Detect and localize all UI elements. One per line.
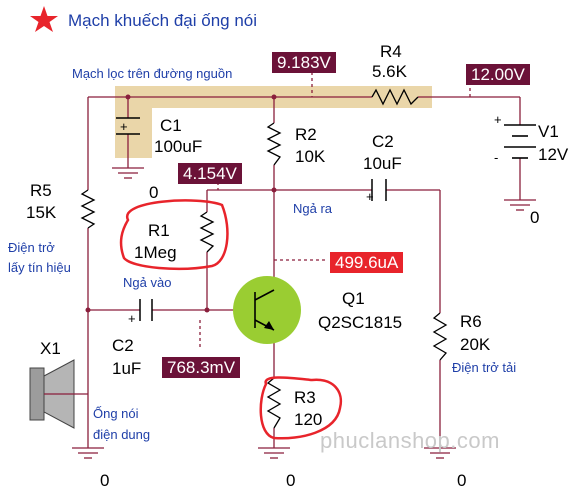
ground-label-x1: 0 bbox=[100, 471, 110, 490]
x1-note-2: điện dung bbox=[93, 427, 151, 442]
c2-in-value: 1uF bbox=[112, 359, 142, 378]
q1-emitter-arrow bbox=[264, 321, 274, 330]
diagram-title: Mạch khuếch đại ống nói bbox=[68, 11, 258, 30]
battery-minus: - bbox=[494, 150, 499, 165]
r3-name: R3 bbox=[294, 388, 316, 407]
probe-v-base-bias: 4.154V bbox=[178, 163, 242, 184]
q1-body bbox=[233, 276, 301, 344]
c1-plus-sign: + bbox=[120, 119, 128, 134]
battery-symbol bbox=[504, 124, 536, 159]
c1-value: 100uF bbox=[154, 137, 203, 156]
r2-value: 10K bbox=[295, 147, 326, 166]
c2-in-plus-sign: + bbox=[128, 311, 136, 326]
r4-value: 5.6K bbox=[372, 62, 407, 81]
r1-symbol bbox=[199, 211, 215, 253]
ground-label-r6: 0 bbox=[457, 471, 467, 490]
ground-label-v1: 0 bbox=[530, 208, 540, 227]
ground-label-r3: 0 bbox=[286, 471, 296, 490]
c2-out-name: C2 bbox=[372, 132, 394, 151]
r2-name: R2 bbox=[295, 125, 317, 144]
wires bbox=[87, 72, 521, 448]
filter-note: Mạch lọc trên đường nguồn bbox=[72, 66, 233, 81]
x1-note-1: Ống nói bbox=[93, 406, 139, 421]
r2-symbol bbox=[266, 122, 282, 166]
r4-name: R4 bbox=[380, 42, 402, 61]
q1-value: Q2SC1815 bbox=[318, 313, 403, 332]
r5-note-2: lấy tín hiệu bbox=[8, 260, 71, 275]
r6-name: R6 bbox=[460, 312, 482, 331]
r3-value: 120 bbox=[294, 410, 323, 429]
r4-symbol bbox=[371, 88, 419, 106]
node-input-label: Ngả vào bbox=[123, 275, 172, 290]
ground-label-c1: 0 bbox=[149, 183, 159, 202]
ground-symbols bbox=[72, 167, 536, 459]
filter-highlight bbox=[115, 86, 432, 158]
v1-name: V1 bbox=[538, 122, 559, 141]
r5-note-1: Điện trở bbox=[8, 240, 55, 255]
q1-name: Q1 bbox=[342, 289, 365, 308]
star-icon bbox=[30, 6, 58, 32]
probe-v-c1: 9.183V bbox=[272, 52, 336, 73]
c2-out-plus-sign: + bbox=[366, 189, 374, 204]
watermark: phuclanshop.com bbox=[320, 428, 500, 453]
r5-name: R5 bbox=[30, 181, 52, 200]
battery-plus: + bbox=[494, 112, 502, 127]
node-output-label: Ngả ra bbox=[293, 201, 333, 216]
r3-symbol bbox=[266, 377, 282, 429]
r6-value: 20K bbox=[460, 335, 491, 354]
resistor-symbols bbox=[80, 88, 448, 429]
v1-value: 12V bbox=[538, 145, 569, 164]
capacitor-symbols bbox=[116, 117, 387, 321]
microphone-symbol bbox=[29, 359, 88, 429]
junctions bbox=[85, 94, 277, 313]
r5-value: 15K bbox=[26, 203, 57, 222]
r6-note: Điện trở tải bbox=[452, 360, 517, 375]
probe-v-emitter: 768.3mV bbox=[162, 357, 241, 378]
c1-name: C1 bbox=[160, 116, 182, 135]
c2-in-name: C2 bbox=[112, 336, 134, 355]
r5-symbol bbox=[80, 189, 96, 229]
probe-v-supply: 12.00V bbox=[466, 64, 530, 85]
c2-out-value: 10uF bbox=[363, 154, 402, 173]
probe-current: 499.6uA bbox=[330, 252, 404, 273]
r1-name: R1 bbox=[148, 221, 170, 240]
x1-name: X1 bbox=[40, 339, 61, 358]
r1-value: 1Meg bbox=[134, 243, 177, 262]
r6-symbol bbox=[432, 312, 448, 361]
red-marker-outlines bbox=[119, 199, 343, 440]
